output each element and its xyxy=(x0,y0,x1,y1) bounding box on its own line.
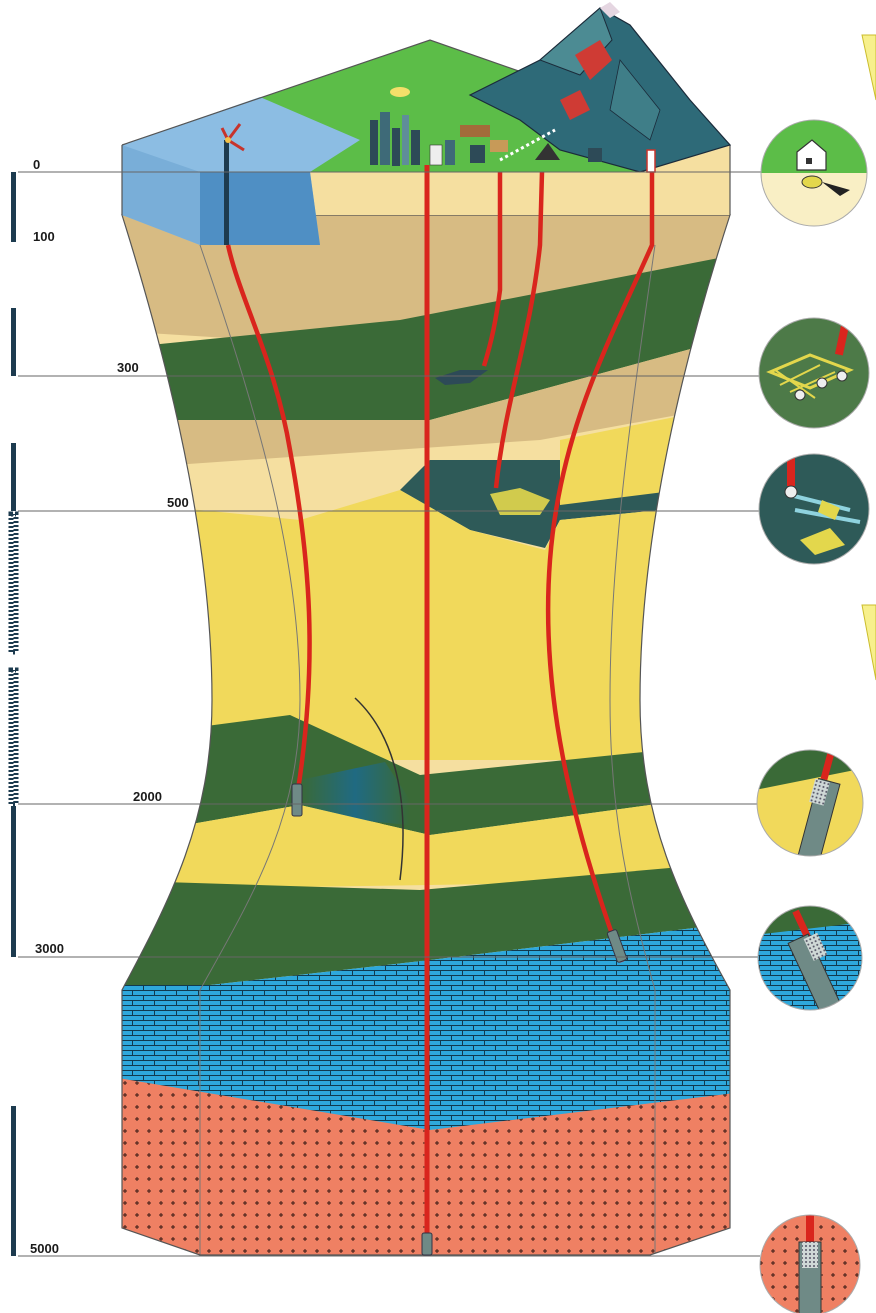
depth-scale xyxy=(11,172,16,1256)
scale-bar-400-500 xyxy=(11,443,16,511)
scale-bar-200-300 xyxy=(11,308,16,376)
detail-house-heat-pump xyxy=(760,120,870,233)
depth-label-3000: 3000 xyxy=(35,941,64,956)
depth-label-300: 300 xyxy=(117,360,139,375)
detail-shallow-collector xyxy=(755,315,875,435)
depth-label-5000: 5000 xyxy=(30,1241,59,1256)
scale-bar-4000-5000 xyxy=(11,1106,16,1256)
geological-block xyxy=(100,2,760,1280)
probe-aquifer xyxy=(292,784,302,816)
tower-icon xyxy=(647,150,655,172)
depth-label-2000: 2000 xyxy=(133,789,162,804)
callout-edge-middle xyxy=(862,605,876,680)
depth-label-500: 500 xyxy=(167,495,189,510)
scale-bar-dashed-upper xyxy=(11,514,16,652)
detail-limestone-reservoir xyxy=(755,905,865,1016)
scale-bar-2000-3000 xyxy=(11,806,16,957)
scale-bar-0-100 xyxy=(11,172,16,242)
detail-mine-gallery xyxy=(755,450,875,570)
scale-bar-dashed-lower xyxy=(11,670,16,804)
sea-front xyxy=(200,172,320,245)
callout-edge-top xyxy=(862,35,876,100)
detail-granite xyxy=(755,1210,865,1313)
depth-label-0: 0 xyxy=(33,157,40,172)
probe-granite xyxy=(422,1233,432,1255)
detail-deep-aquifer xyxy=(755,748,865,861)
depth-label-100: 100 xyxy=(33,229,55,244)
yellow-sandstone-layer xyxy=(100,490,760,760)
